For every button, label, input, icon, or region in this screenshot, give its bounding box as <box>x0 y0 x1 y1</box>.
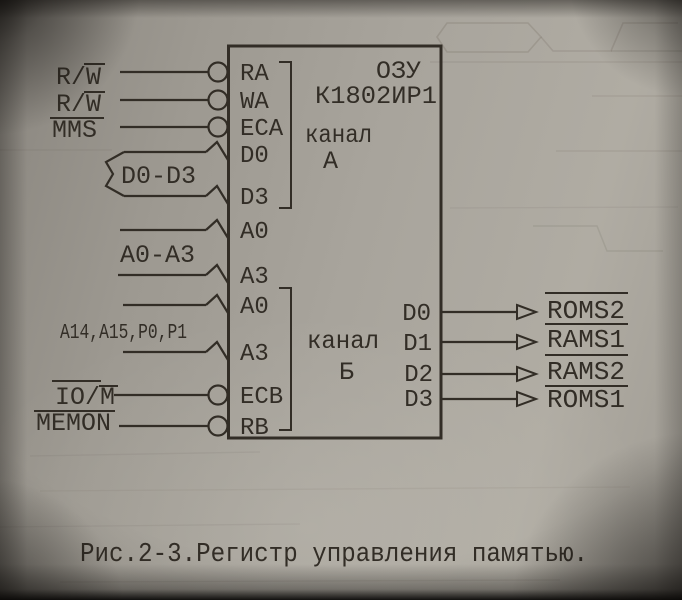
bus-arrowhead-a3-cha <box>205 263 229 284</box>
bus-arrowhead-a3-chb <box>205 340 229 361</box>
channel-b-bracket <box>279 287 292 431</box>
output-arrow-d0 <box>516 303 539 321</box>
chip-device-type: ОЗУ <box>376 57 421 86</box>
output-arrow-d2 <box>516 365 539 383</box>
chip-outline <box>227 44 443 440</box>
chip-part-number: К1802ИР1 <box>315 82 437 111</box>
pin-label-d3: D3 <box>240 185 269 212</box>
signal-label-roms1: ROMS1 <box>547 385 625 415</box>
chip-right-pin-labels: D0 D1 D2 D3 <box>402 301 433 414</box>
pin-label-ra: RA <box>240 61 269 88</box>
pin-label-out-d2: D2 <box>404 362 433 389</box>
bus-arrowhead-a0-cha <box>205 218 229 239</box>
signal-label-memon: MEMON <box>36 409 111 438</box>
output-signal-labels: ROMS2 RAMS1 RAMS2 ROMS1 <box>545 292 628 415</box>
left-signal-labels: R/W R/W MMS D0-D3 A0-A3 A14,A15,P0,P1 IO… <box>34 63 196 438</box>
channel-b-word: канал <box>307 327 379 356</box>
bus-arrowhead-d0 <box>205 140 229 161</box>
signal-label-addr-bus-a: A0-A3 <box>120 241 195 270</box>
bus-arrowhead-a0-chb <box>205 293 229 314</box>
chip-left-pin-labels: RA WA ECA D0 D3 A0 A3 A0 A3 ECB RB <box>240 61 284 442</box>
pin-label-rb: RB <box>240 415 269 442</box>
channel-a-letter: А <box>323 147 338 176</box>
channel-a-bracket <box>279 61 292 209</box>
pin-label-wa: WA <box>240 89 269 116</box>
pin-label-a3-cha: A3 <box>240 264 269 291</box>
signal-label-mms: MMS <box>52 116 97 145</box>
pin-label-eca: ECA <box>240 116 284 143</box>
bus-arrowhead-d3 <box>205 184 229 205</box>
pin-label-d0: D0 <box>240 143 269 170</box>
inversion-bubble-wa <box>207 89 229 111</box>
pin-label-out-d1: D1 <box>403 331 432 358</box>
channel-a-word: канал <box>305 121 372 150</box>
pin-label-a0-chb: A0 <box>240 294 269 321</box>
inversion-bubble-rb <box>207 415 229 437</box>
inversion-bubble-ecb <box>207 384 229 406</box>
data-bus-left-chevron <box>104 151 125 197</box>
signal-label-addr-bus-b: A14,A15,P0,P1 <box>60 322 187 345</box>
pin-label-out-d3: D3 <box>404 387 433 414</box>
signal-label-iom: IO/M <box>55 383 115 412</box>
channel-b-letter: Б <box>339 358 354 387</box>
signal-label-rw-1: R/W <box>56 63 101 92</box>
page-showthrough-artifacts <box>0 22 682 583</box>
signal-label-rams2: RAMS2 <box>547 357 625 387</box>
output-arrow-d1 <box>516 333 539 351</box>
pin-label-out-d0: D0 <box>402 301 431 328</box>
output-wires <box>441 303 539 408</box>
pin-label-a3-chb: A3 <box>240 341 269 368</box>
output-arrow-d3 <box>516 390 539 408</box>
pin-label-a0-cha: A0 <box>240 219 269 246</box>
signal-label-roms2: ROMS2 <box>547 296 625 326</box>
signal-label-rams1: RAMS1 <box>547 325 625 355</box>
inversion-bubble-ra <box>207 61 229 83</box>
left-wires <box>104 61 229 437</box>
signal-label-data-bus: D0-D3 <box>121 162 196 191</box>
pin-label-ecb: ECB <box>240 384 283 411</box>
inversion-bubble-eca <box>207 116 229 138</box>
signal-label-rw-2: R/W <box>56 90 101 119</box>
figure-caption: Рис.2-3.Регистр управления памятью. <box>80 540 588 570</box>
